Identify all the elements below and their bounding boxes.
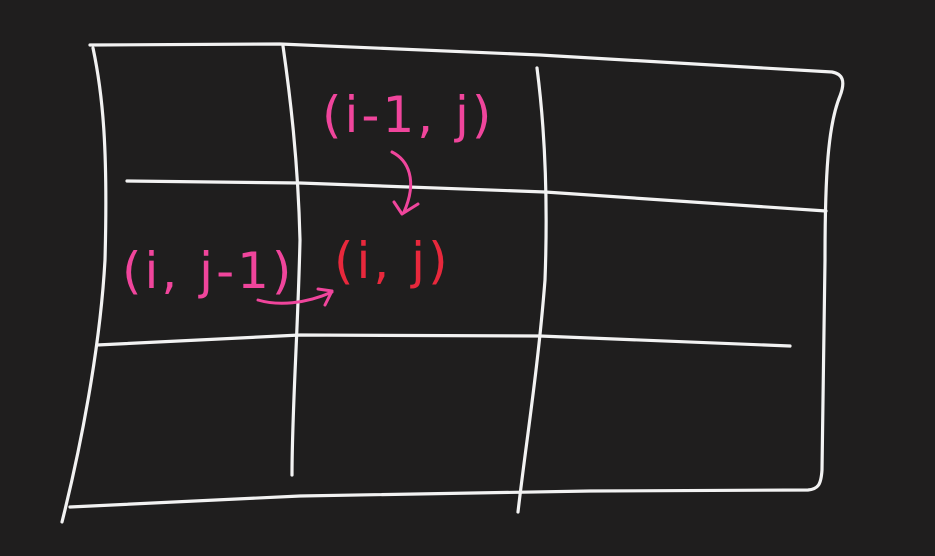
grid-outer-border	[68, 42, 845, 509]
label-current-cell: (i, j)	[334, 232, 451, 290]
grid-horizontal-line-2	[95, 333, 792, 348]
arrow-from-top	[390, 150, 413, 214]
arrow-from-left	[256, 290, 334, 305]
grid-vertical-line-2	[516, 66, 548, 514]
grid-vertical-line-1	[281, 44, 302, 477]
arrow-from-top-head	[392, 200, 420, 216]
grid-left-edge	[60, 46, 108, 524]
arrow-from-left-head	[316, 287, 334, 307]
grid-horizontal-line-1	[125, 179, 828, 213]
label-top-neighbor: (i-1, j)	[322, 86, 495, 144]
label-left-neighbor: (i, j-1)	[122, 242, 295, 300]
